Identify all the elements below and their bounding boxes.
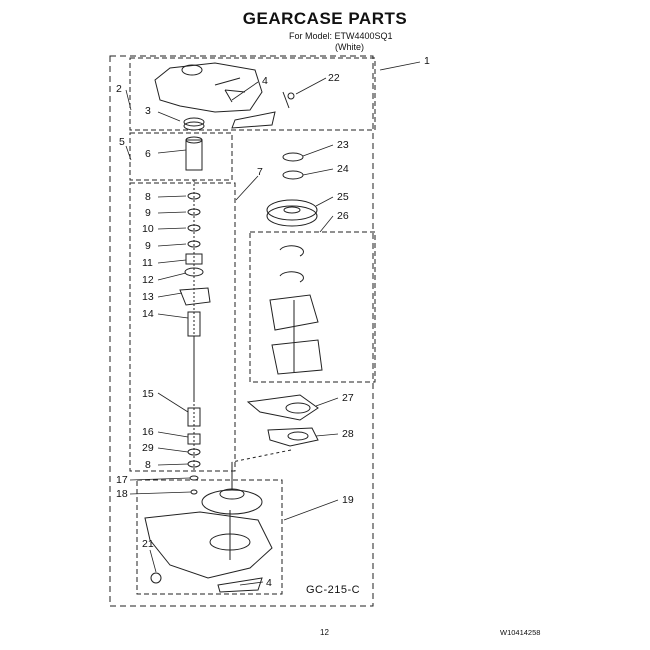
callout-4: 4 xyxy=(262,75,268,87)
callout-27: 27 xyxy=(342,392,354,404)
callout-9b: 9 xyxy=(145,240,151,252)
callout-6: 6 xyxy=(145,148,151,160)
cover-group-box xyxy=(129,57,376,131)
gearcase-box xyxy=(136,479,283,595)
callout-24: 24 xyxy=(337,163,349,175)
shifter-fork xyxy=(246,394,319,421)
callout-13: 13 xyxy=(142,291,154,303)
callout-23: 23 xyxy=(337,139,349,151)
callout-1: 1 xyxy=(424,55,430,67)
callout-11: 11 xyxy=(142,257,153,269)
gearcase-cover xyxy=(154,62,263,113)
callout-10: 10 xyxy=(142,223,154,235)
callout-5: 5 xyxy=(119,136,125,148)
callout-14: 14 xyxy=(142,308,154,320)
assembly-boundary xyxy=(109,55,374,607)
callout-19: 19 xyxy=(342,494,354,506)
callout-8: 8 xyxy=(145,191,151,203)
callout-22: 22 xyxy=(328,72,340,84)
gearcase-housing xyxy=(144,511,273,579)
page-title: GEARCASE PARTS xyxy=(242,9,408,28)
callout-17: 17 xyxy=(116,474,128,486)
callout-15: 15 xyxy=(142,388,154,400)
callout-26: 26 xyxy=(337,210,349,222)
callout-18: 18 xyxy=(116,488,128,500)
shifter-group-box xyxy=(249,231,376,383)
callout-12: 12 xyxy=(142,274,154,286)
agitate-shaft-box xyxy=(129,182,236,472)
callout-8b: 8 xyxy=(145,459,151,471)
callout-3: 3 xyxy=(145,105,151,117)
page-number: 12 xyxy=(320,628,329,637)
callout-21: 21 xyxy=(142,538,154,550)
color-line: (White) xyxy=(335,42,364,52)
figure-code: GC-215-C xyxy=(306,584,361,596)
callout-7: 7 xyxy=(257,166,263,178)
document-number: W10414258 xyxy=(500,628,541,637)
callout-16: 16 xyxy=(142,426,154,438)
callout-2: 2 xyxy=(116,83,122,95)
callout-4b: 4 xyxy=(266,577,272,589)
model-line: For Model: ETW4400SQ1 xyxy=(289,31,393,41)
callout-9: 9 xyxy=(145,207,151,219)
callout-29: 29 xyxy=(142,442,154,454)
callout-25: 25 xyxy=(337,191,349,203)
callout-28: 28 xyxy=(342,428,354,440)
